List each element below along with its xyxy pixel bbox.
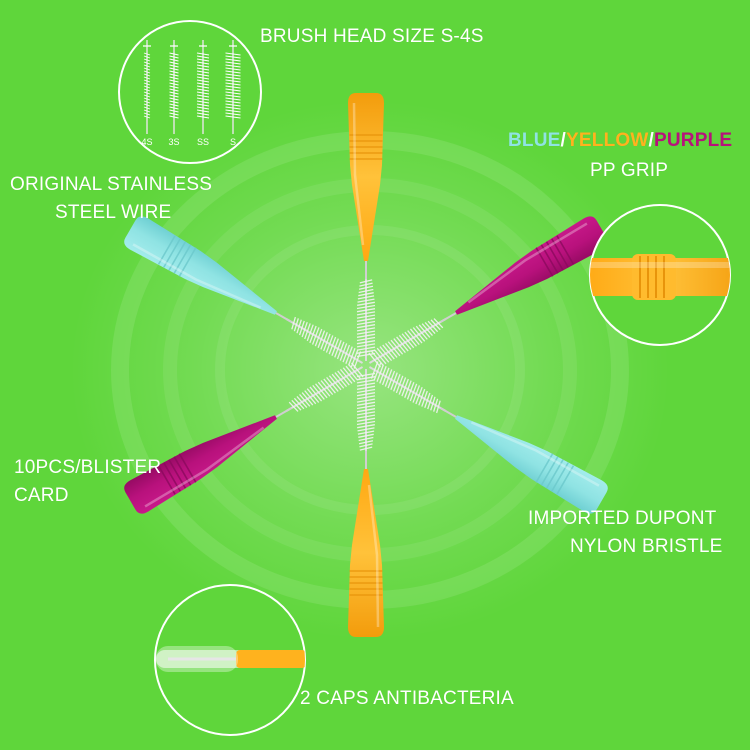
label-grip-separator-1: / xyxy=(560,130,567,151)
inset-wire-3 xyxy=(225,40,241,134)
inset-wire-0 xyxy=(143,40,151,134)
bristle-wire xyxy=(285,316,364,369)
inset-size-label-3: S xyxy=(230,137,236,147)
inset-wire-1 xyxy=(169,40,179,134)
brush-blue-right xyxy=(368,361,608,514)
handle xyxy=(455,216,608,315)
bristle-wire xyxy=(356,273,376,361)
brush-star xyxy=(124,93,608,637)
handle xyxy=(124,216,277,315)
handle xyxy=(455,415,608,514)
inset-wire-2 xyxy=(196,40,210,134)
brush-blue-left xyxy=(124,216,364,369)
label-nylon-line-1: IMPORTED DUPONT xyxy=(528,508,717,529)
inset-cap-closeup xyxy=(154,584,306,736)
bristle-wire xyxy=(368,361,447,414)
label-grip-purple: PURPLE xyxy=(653,130,733,151)
inset-grip-closeup xyxy=(589,204,731,346)
label-grip-colors: BLUE/YELLOW/PURPLE xyxy=(508,128,732,154)
brush-purple-right xyxy=(368,216,608,368)
label-grip-separator-2: / xyxy=(648,130,654,151)
inset-size-label-0: 4S xyxy=(141,137,152,147)
bristle-wire xyxy=(368,318,447,368)
label-wire-line-1: ORIGINAL STAINLESS xyxy=(10,174,213,195)
brush-yellow-bottom xyxy=(348,369,384,637)
label-caps-antibacteria: 2 CAPS ANTIBACTERIA xyxy=(300,688,514,709)
label-blister-line-2: CARD xyxy=(14,485,69,506)
handle xyxy=(124,415,277,514)
brush-purple-left xyxy=(124,362,364,514)
label-wire-line-2: STEEL WIRE xyxy=(55,202,172,223)
label-pp-grip: PP GRIP xyxy=(590,160,669,181)
bristle-wire xyxy=(285,362,364,412)
inset-size-label-1: 3S xyxy=(168,137,179,147)
label-brush-head-size: BRUSH HEAD SIZE S-4S xyxy=(260,26,484,47)
inset-size-label-2: SS xyxy=(197,137,209,147)
label-nylon-line-2: NYLON BRISTLE xyxy=(570,536,723,557)
inset-brush-sizes: 4S 3S SS S xyxy=(118,20,262,164)
label-grip-yellow: YELLOW xyxy=(566,130,649,151)
brush-yellow-top xyxy=(348,93,384,361)
label-grip-blue: BLUE xyxy=(508,130,561,151)
label-blister-line-1: 10PCS/BLISTER xyxy=(14,457,162,478)
